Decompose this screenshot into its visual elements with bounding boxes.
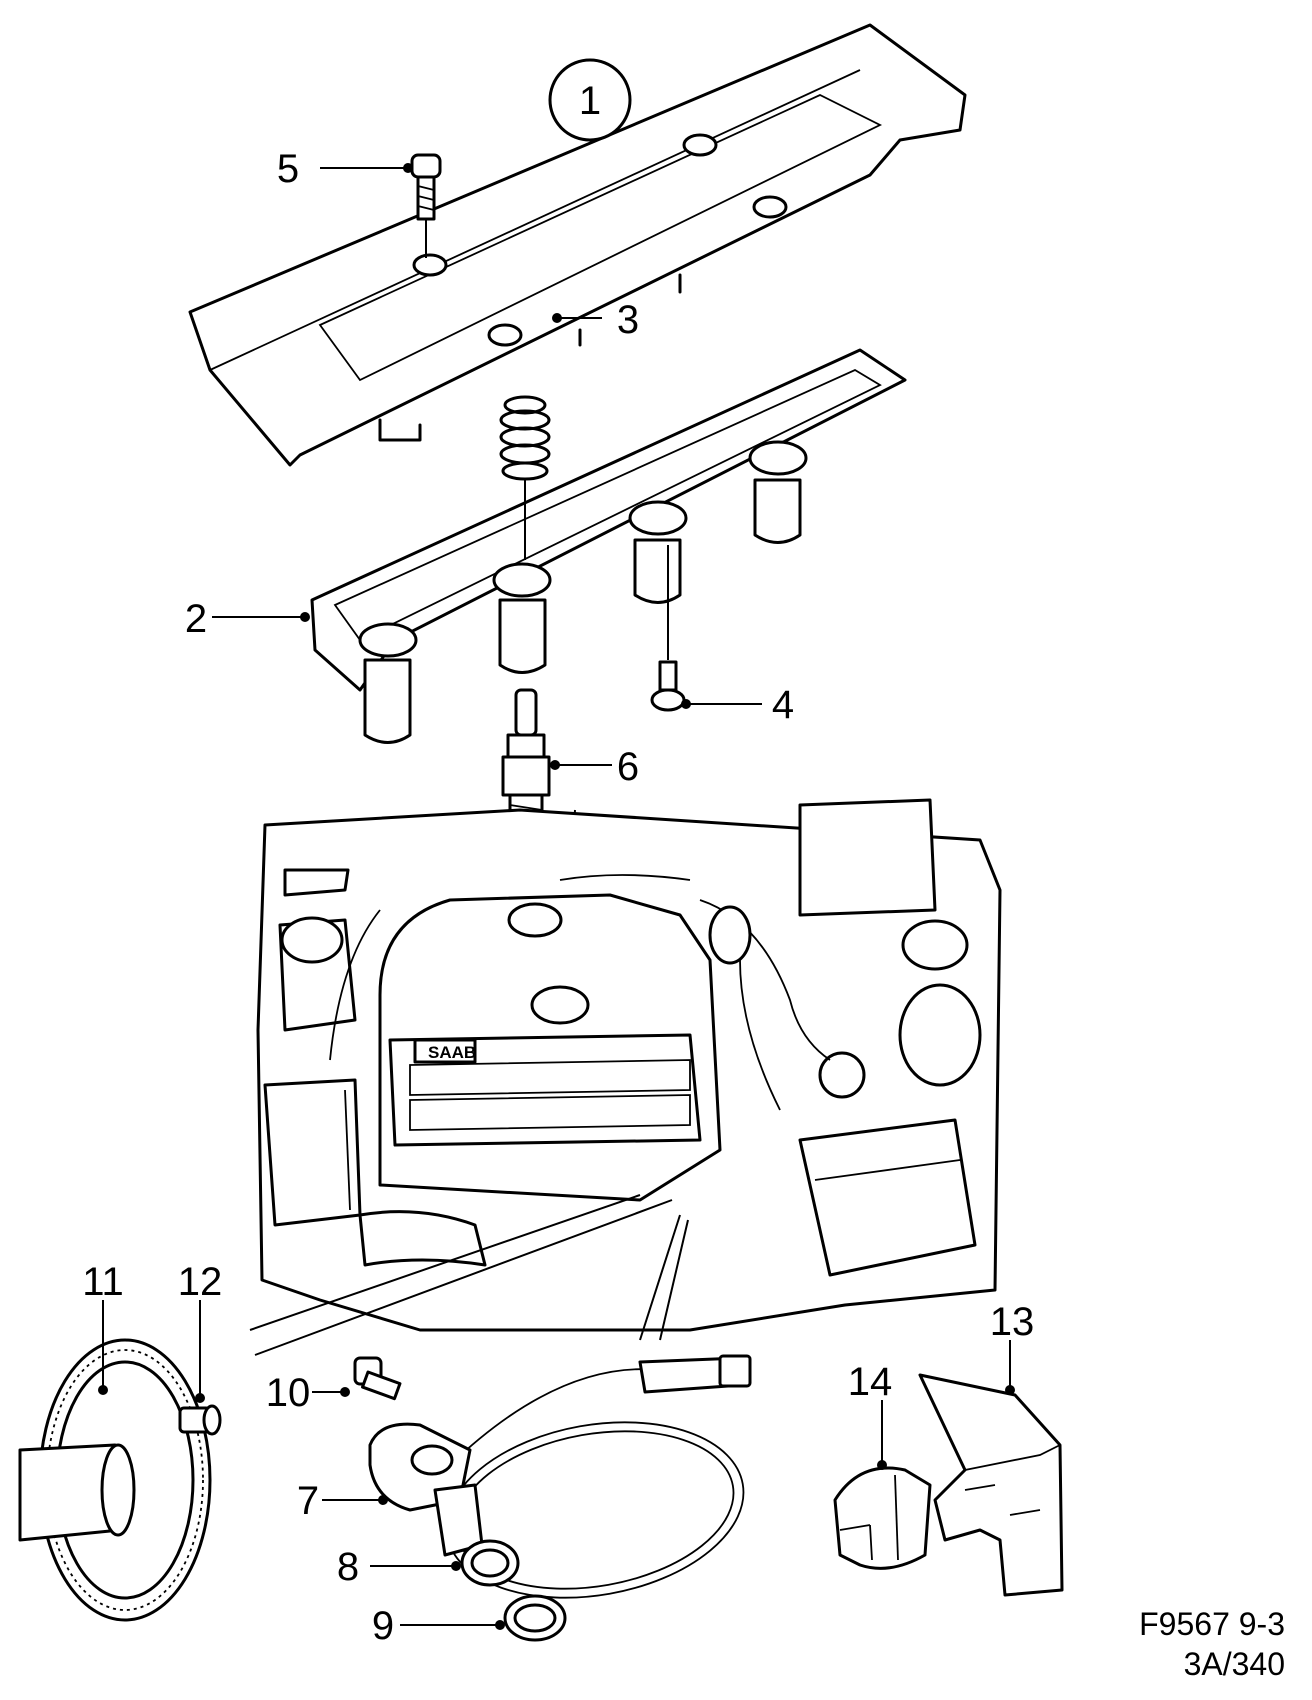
callout-6: 6 xyxy=(617,745,639,789)
ignition-cassette-part-2 xyxy=(310,348,907,744)
ignition-cover-part-1 xyxy=(188,23,967,467)
callout-8: 8 xyxy=(337,1545,359,1589)
callout-1: 1 xyxy=(579,79,601,123)
o-ring-part-8 xyxy=(460,1539,520,1587)
reference-code: F9567 9-3 xyxy=(1139,1606,1285,1642)
bracket-part-13 xyxy=(918,1373,1064,1597)
cassette-screw-part-4 xyxy=(650,545,686,712)
o-ring-part-9 xyxy=(503,1594,567,1642)
crankshaft-sensor-part-7 xyxy=(368,1354,752,1599)
bolt-part-12 xyxy=(178,1404,222,1436)
spark-plug-part-6 xyxy=(501,688,551,837)
clip-part-14 xyxy=(833,1466,932,1570)
callout-4: 4 xyxy=(772,683,794,727)
callout-13: 13 xyxy=(990,1300,1035,1344)
callout-5: 5 xyxy=(277,147,299,191)
callout-7: 7 xyxy=(297,1479,319,1523)
engine-compartment-view xyxy=(256,798,1002,1332)
callout-9: 9 xyxy=(372,1604,394,1648)
engine-saab-badge: SAAB xyxy=(428,1043,476,1062)
callout-10: 10 xyxy=(266,1371,311,1415)
callout-14: 14 xyxy=(848,1360,893,1404)
pulse-wheel-part-11 xyxy=(18,1338,212,1622)
spring-part-3 xyxy=(499,395,551,560)
callout-circle xyxy=(548,58,632,142)
cover-screw-part-5 xyxy=(410,153,442,258)
sensor-screw-part-10 xyxy=(353,1356,402,1401)
callout-3: 3 xyxy=(617,298,639,342)
callout-12: 12 xyxy=(178,1260,223,1304)
callout-2: 2 xyxy=(185,597,207,641)
callout-11: 11 xyxy=(82,1260,124,1304)
reference-page: 3A/340 xyxy=(1183,1646,1285,1682)
